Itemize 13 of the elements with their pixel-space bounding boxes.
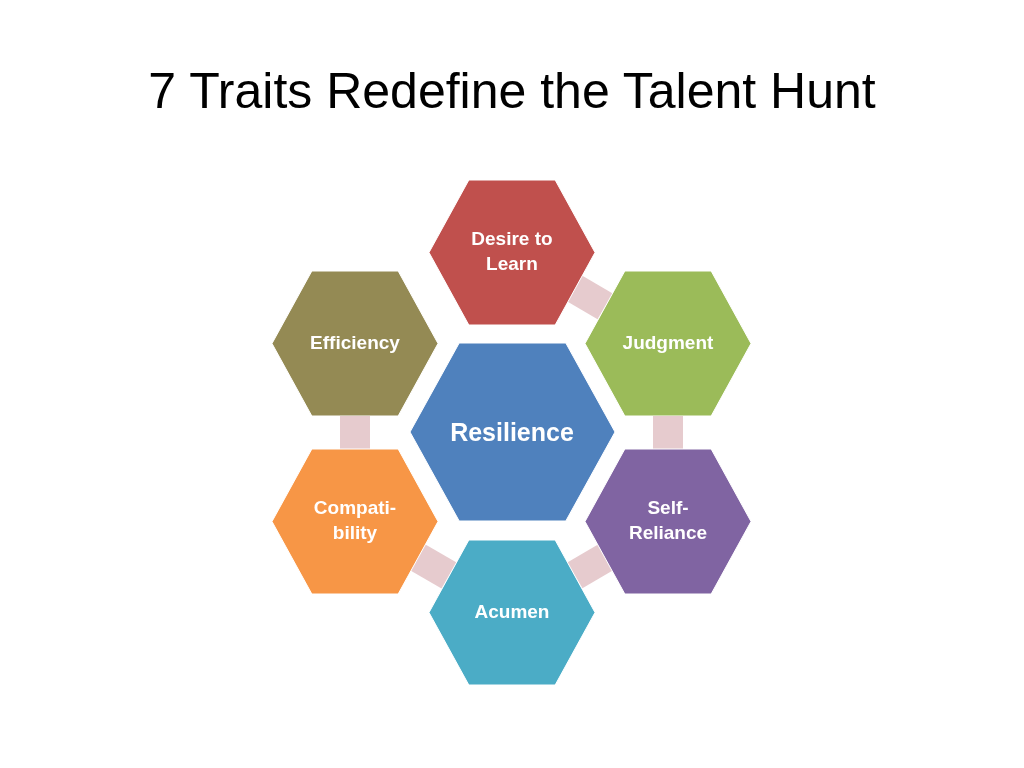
connector-band [567,275,613,320]
trait-label: Desire to Learn [470,227,554,276]
title: 7 Traits Redefine the Talent Hunt [147,62,877,120]
trait-label: Compati- bility [312,496,398,545]
trait-label: Acumen [474,599,550,624]
connector-band [410,544,457,589]
connector-band [567,544,613,589]
connector-band [340,415,370,449]
trait-label: Efficiency [310,330,400,355]
trait-label: Resilience [450,416,574,448]
connector-band [653,415,683,449]
trait-label: Self- Reliance [627,496,709,545]
trait-label: Judgment [622,330,714,355]
